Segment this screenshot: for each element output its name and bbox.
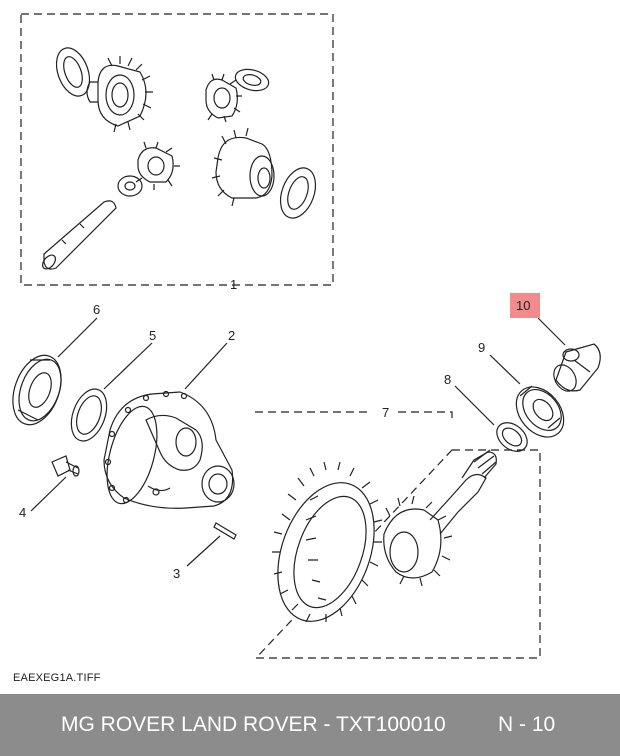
callout-10-highlight bbox=[510, 293, 540, 318]
bearing-9 bbox=[515, 385, 565, 438]
shim-5 bbox=[70, 388, 108, 442]
side-gear-left bbox=[86, 56, 153, 133]
callout-2: 2 bbox=[228, 328, 235, 343]
thrust-washer-large bbox=[55, 47, 91, 97]
callout-6: 6 bbox=[93, 302, 100, 317]
callout-4: 4 bbox=[19, 505, 26, 520]
footer-title: MG ROVER LAND ROVER - TXT100010 bbox=[61, 713, 446, 736]
gear-kit-box bbox=[20, 13, 334, 286]
leader-10 bbox=[537, 317, 566, 346]
leader-6 bbox=[57, 317, 98, 358]
leader-8 bbox=[454, 385, 495, 426]
drive-pinion-7 bbox=[383, 449, 497, 587]
footer-bar: MG ROVER LAND ROVER - TXT100010 N - 10 bbox=[0, 694, 620, 756]
collapsible-spacer-10 bbox=[553, 343, 601, 392]
exploded-parts-diagram: 1 2 3 4 5 6 7 8 9 10 bbox=[12, 13, 601, 659]
thrust-washer-middle bbox=[117, 175, 143, 197]
side-gear-right bbox=[211, 127, 275, 207]
bolt-4 bbox=[51, 455, 80, 477]
bearing-6 bbox=[12, 354, 62, 426]
leader-9 bbox=[489, 354, 521, 385]
crown-wheel-7 bbox=[272, 461, 383, 623]
pinion-gear-middle bbox=[135, 141, 180, 190]
spacer-8 bbox=[496, 422, 528, 452]
callout-8: 8 bbox=[444, 372, 451, 387]
callout-9: 9 bbox=[478, 340, 485, 355]
thrust-washer-small bbox=[234, 68, 270, 92]
roll-pin-3 bbox=[213, 522, 237, 540]
leader-4 bbox=[30, 476, 67, 512]
callout-3: 3 bbox=[173, 566, 180, 581]
differential-case-2 bbox=[103, 390, 235, 509]
leader-3 bbox=[186, 535, 221, 567]
thrust-washer-right bbox=[279, 167, 317, 219]
file-label: EAEXEG1A.TIFF bbox=[13, 672, 101, 684]
leader-2 bbox=[184, 342, 228, 390]
callout-7: 7 bbox=[382, 405, 389, 420]
footer-page-number: N - 10 bbox=[498, 713, 556, 736]
callout-5: 5 bbox=[149, 328, 156, 343]
callout-1: 1 bbox=[230, 277, 237, 292]
callout-10: 10 bbox=[516, 298, 530, 313]
cross-shaft bbox=[41, 200, 117, 270]
pinion-gear-upper bbox=[205, 73, 242, 123]
leader-5 bbox=[103, 342, 153, 390]
